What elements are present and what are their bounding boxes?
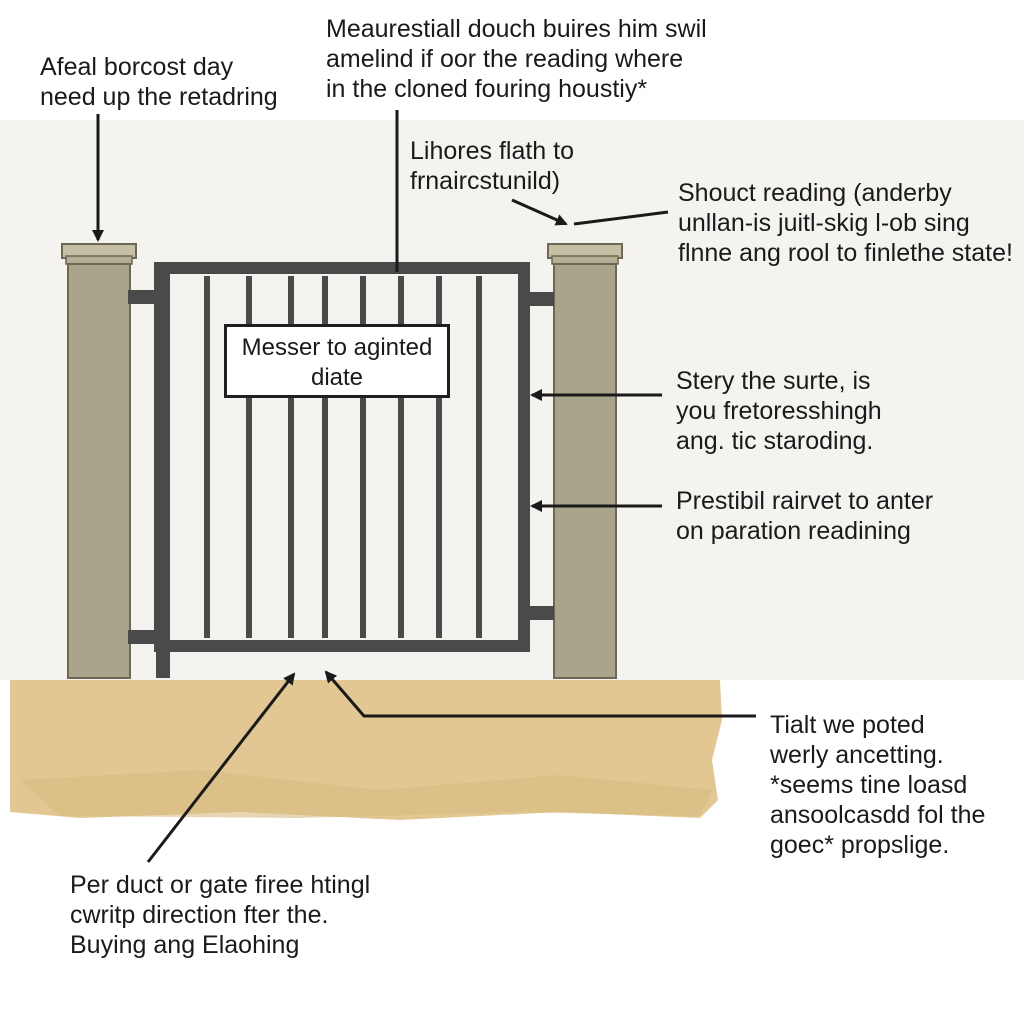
arrow-right-bottom (324, 670, 756, 718)
gate-sign-line-2: diate (310, 364, 364, 391)
gate-bars (204, 276, 482, 638)
leader-arrows (92, 110, 756, 863)
arrow-mid-center (511, 198, 568, 226)
label-right-mid: Stery the surte, is you fretoresshingh a… (676, 367, 882, 455)
line-right-top (573, 210, 669, 226)
label-bottom-left: Per duct or gate firee htingl cwritp dir… (70, 871, 371, 959)
label-top-center: Meaurestiall douch buires him swil ameli… (326, 15, 707, 103)
label-top-left: Afeal borcost day need up the retadring (40, 53, 278, 111)
label-right-bottom: Tialt we poted werly ancetting. *seems t… (770, 711, 986, 859)
label-right-lower: Prestibil rairvet to anter on paration r… (676, 487, 934, 545)
right-post (547, 243, 623, 679)
arrow-bottom-left (146, 672, 296, 863)
label-right-top: Shouct reading (anderby unllan-is juitl-… (678, 179, 1013, 267)
left-post (61, 243, 137, 679)
wall-background (0, 120, 1024, 680)
hinge-bars (128, 290, 554, 644)
gate (154, 262, 530, 678)
gate-sign: Messer to aginted diate (224, 324, 450, 398)
label-mid-center: Lihores flath to frnaircstunild) (410, 137, 574, 195)
gate-sign-line-1: Messer to aginted (241, 334, 433, 361)
